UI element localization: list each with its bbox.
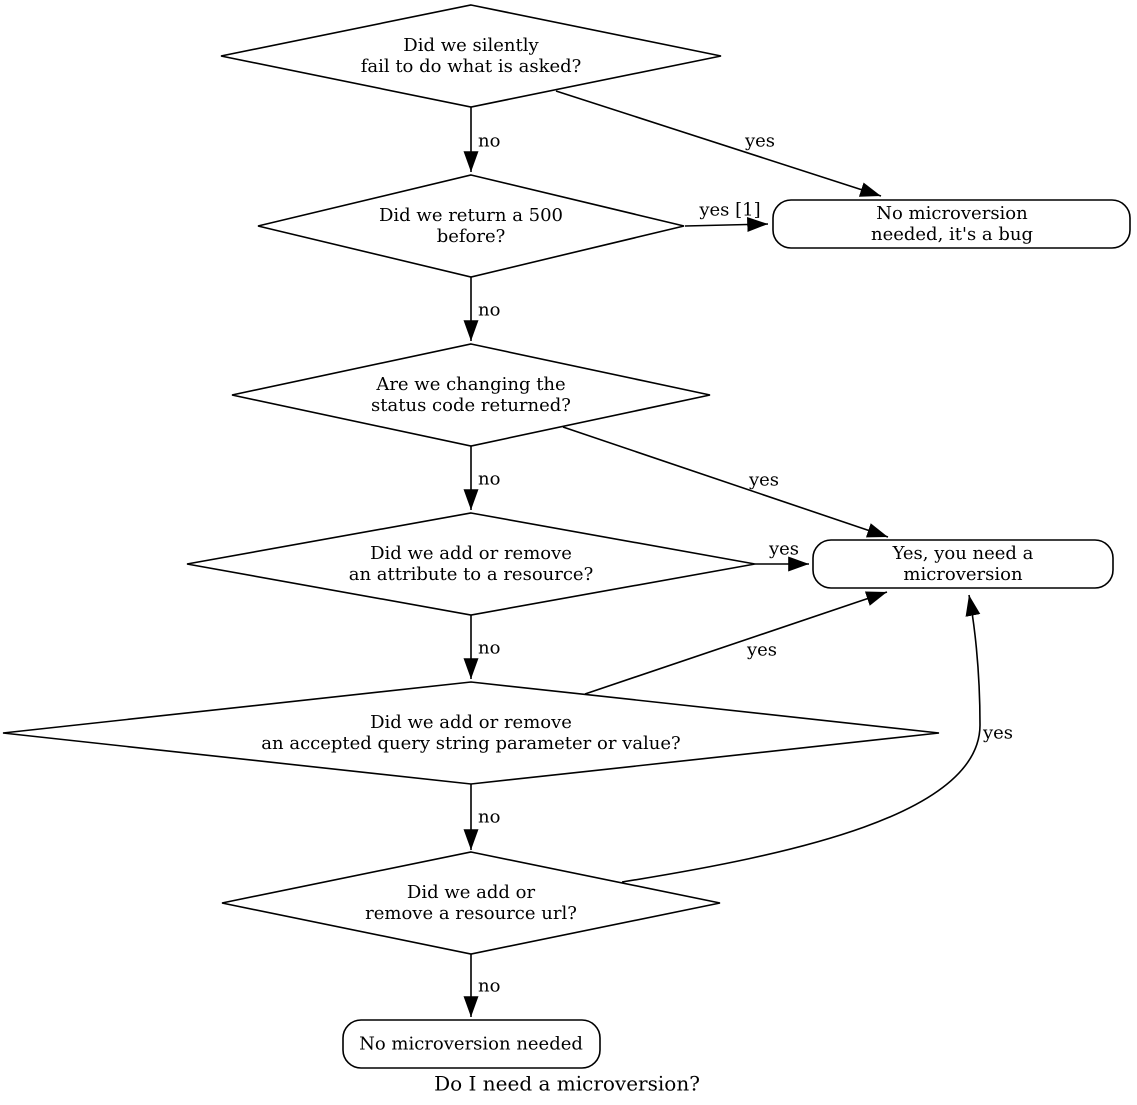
node-label-need-microversion: Yes, you need a microversion bbox=[892, 543, 1034, 585]
node-label-silent-fail: Did we silently fail to do what is asked… bbox=[360, 35, 582, 77]
node-label-no-microversion: No microversion needed bbox=[359, 1033, 583, 1055]
diamond-resource-url bbox=[221, 851, 721, 955]
node-label-query-param: Did we add or remove an accepted query s… bbox=[261, 712, 681, 754]
node-label-attribute: Did we add or remove an attribute to a r… bbox=[348, 543, 594, 585]
diamond-silent-fail bbox=[220, 4, 722, 108]
node-label-return-500: Did we return a 500 before? bbox=[378, 205, 564, 247]
edge-return-500-yes bbox=[684, 217, 769, 232]
edge-query-param-yes bbox=[584, 591, 888, 695]
node-label-bug-result: No microversion needed, it's a bug bbox=[870, 203, 1034, 245]
edge-resource-url-yes bbox=[621, 594, 981, 883]
diamond-attribute bbox=[186, 512, 756, 616]
edge-label-query-param-yes: yes bbox=[746, 639, 778, 661]
edge-label-silent-fail-no: no bbox=[478, 130, 501, 152]
diagram-title: Do I need a microversion? bbox=[434, 1071, 700, 1096]
diamond-status-code bbox=[231, 343, 711, 447]
edge-label-resource-url-yes: yes bbox=[982, 722, 1014, 744]
edge-status-code-yes bbox=[562, 426, 889, 538]
edge-silent-fail-yes bbox=[555, 90, 882, 197]
box-bug-result bbox=[772, 199, 1131, 249]
box-no-microversion bbox=[342, 1019, 601, 1069]
node-label-status-code: Are we changing the status code returned… bbox=[371, 374, 571, 416]
diamond-query-param bbox=[2, 681, 940, 785]
edge-label-attribute-no: no bbox=[478, 637, 501, 659]
edge-label-resource-url-no: no bbox=[478, 975, 501, 997]
edge-label-query-param-no: no bbox=[478, 806, 501, 828]
edge-label-status-code-no: no bbox=[478, 468, 501, 490]
edge-label-silent-fail-yes: yes bbox=[744, 130, 776, 152]
edge-label-return-500-no: no bbox=[478, 299, 501, 321]
box-need-microversion bbox=[812, 539, 1114, 589]
edge-label-return-500-yes: yes [1] bbox=[699, 199, 761, 221]
diamond-return-500 bbox=[257, 174, 685, 278]
edge-label-status-code-yes: yes bbox=[748, 469, 780, 491]
edge-label-attribute-yes: yes bbox=[768, 538, 800, 560]
node-label-resource-url: Did we add or remove a resource url? bbox=[365, 882, 577, 924]
